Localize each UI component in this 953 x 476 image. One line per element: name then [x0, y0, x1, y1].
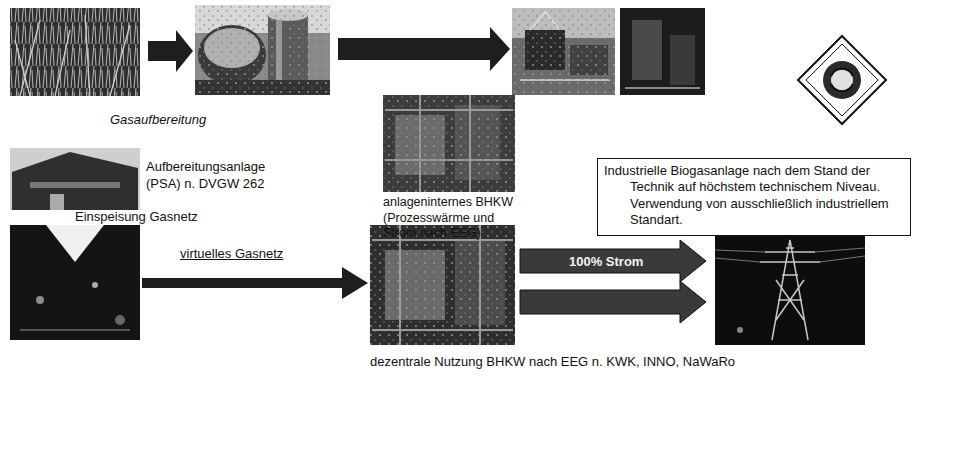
biogas-plant-photo: [195, 5, 330, 95]
photo-caption-node: GasaufbereitungAufbereitungsanlage (PSA)…: [10, 112, 310, 192]
power-arrow: [520, 281, 706, 323]
plant-photo: [512, 8, 615, 95]
process-box: Industrielle Biogasanlage nach dem Stand…: [597, 158, 911, 236]
node-heading: Gasaufbereitung: [110, 112, 310, 128]
grass-photo: [10, 8, 140, 96]
node-text: anlageninternes BHKW (Prozesswärme und S…: [383, 195, 515, 242]
node-text: Industrielle Biogasanlage nach dem Stand…: [630, 163, 902, 228]
chp-photo: [383, 95, 515, 192]
flow-arrow: [338, 27, 510, 71]
plant-photo: [620, 8, 705, 95]
upgrading-plant-photo: [10, 148, 140, 210]
photo-area: [383, 95, 518, 195]
photo-caption-node: Einspeisung Gasnetz: [10, 209, 140, 340]
node-text: dezentrale Nutzung BHKW nach EEG n. KWK,…: [370, 354, 515, 370]
flow-arrow: [148, 30, 193, 72]
power-arrow: [520, 240, 706, 282]
arrow-label: 100% Strom: [569, 254, 643, 269]
photo-caption-node: dezentrale Nutzung BHKW nach EEG n. KWK,…: [370, 225, 515, 370]
gas-grid-photo: [10, 225, 140, 340]
node-text: Einspeisung Gasnetz: [75, 209, 140, 225]
chp-photo: [370, 225, 515, 345]
photo-area: [370, 225, 515, 345]
flow-connector: [142, 278, 342, 288]
photo-area: [10, 225, 140, 340]
seal-logo: [798, 36, 886, 124]
pylon-photo: [715, 230, 865, 345]
node-text: Aufbereitungsanlage (PSA) n. DVGW 262: [146, 159, 291, 192]
edge-label: virtuelles Gasnetz: [178, 246, 285, 261]
photo-caption-node: anlageninternes BHKW (Prozesswärme und S…: [383, 95, 518, 242]
